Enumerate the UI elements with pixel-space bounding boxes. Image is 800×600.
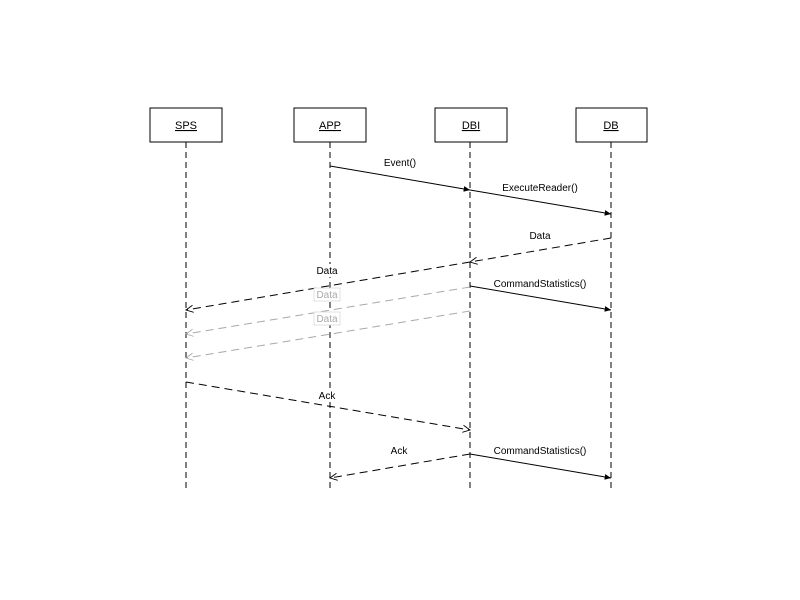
participant-label-dbi: DBI bbox=[462, 120, 480, 132]
message-label-ack-1: Ack bbox=[319, 391, 337, 402]
participant-label-sps: SPS bbox=[175, 120, 197, 132]
message-data-dbi-sps-3: Data bbox=[186, 310, 471, 358]
message-label-command-statistics-2: CommandStatistics() bbox=[494, 446, 587, 457]
message-label-data-1: Data bbox=[529, 231, 551, 242]
participant-label-db: DB bbox=[603, 120, 618, 132]
message-label-data-4: Data bbox=[316, 314, 338, 325]
message-command-statistics-2: CommandStatistics() bbox=[469, 446, 612, 480]
message-label-ack-2: Ack bbox=[391, 446, 409, 457]
participant-sps: SPS bbox=[149, 107, 223, 143]
message-label-execute-reader: ExecuteReader() bbox=[502, 183, 578, 194]
participant-db: DB bbox=[575, 107, 648, 143]
message-label-data-3: Data bbox=[316, 290, 338, 301]
message-ack-dbi-app: Ack bbox=[330, 444, 471, 478]
message-event: Event() bbox=[329, 158, 471, 192]
message-label-data-2: Data bbox=[316, 266, 338, 277]
message-label-command-statistics-1: CommandStatistics() bbox=[494, 279, 587, 290]
message-data-db-dbi: Data bbox=[470, 231, 612, 262]
participant-label-app: APP bbox=[319, 120, 341, 132]
message-data-dbi-sps-1: Data bbox=[186, 261, 471, 310]
message-ack-sps-dbi: Ack bbox=[185, 381, 470, 430]
message-command-statistics-1: CommandStatistics() bbox=[469, 279, 612, 312]
message-data-dbi-sps-2: Data bbox=[186, 286, 471, 334]
participant-app: APP bbox=[293, 107, 367, 143]
participant-dbi: DBI bbox=[434, 107, 508, 143]
message-execute-reader: ExecuteReader() bbox=[469, 183, 612, 216]
message-label-event: Event() bbox=[384, 158, 416, 169]
